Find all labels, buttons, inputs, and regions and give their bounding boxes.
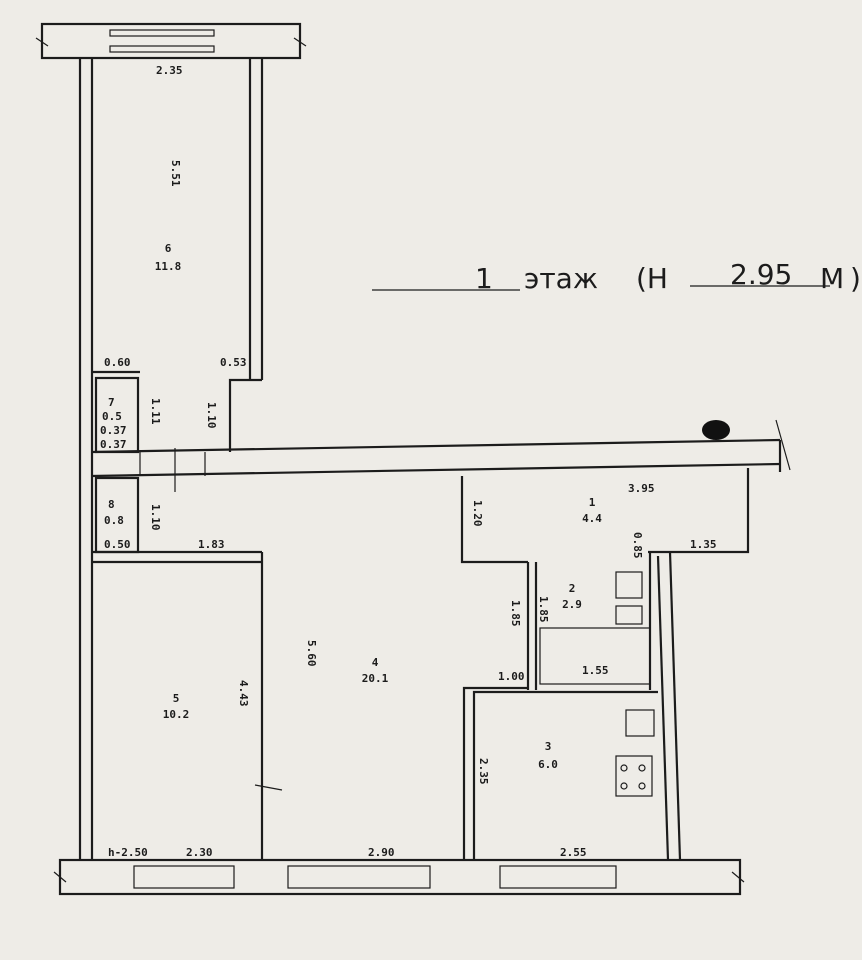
- dim-1-00: 1.00: [498, 670, 525, 683]
- room-2-label: 2 2.9: [562, 582, 582, 611]
- floor-word: этаж: [524, 262, 598, 295]
- svg-text:0.5: 0.5: [102, 410, 122, 423]
- svg-text:20.1: 20.1: [362, 672, 389, 685]
- floor-paren-open: (Н: [636, 262, 668, 295]
- svg-text:5: 5: [173, 692, 180, 705]
- dim-2-90: 2.90: [368, 846, 395, 859]
- svg-text:8: 8: [108, 498, 115, 511]
- bottom-wall: [53, 858, 745, 896]
- svg-text:6: 6: [165, 242, 172, 255]
- room-8-label: 8 0.8: [104, 498, 124, 527]
- dim-5-60: 5.60: [305, 640, 318, 667]
- room-3-label: 3 6.0: [538, 740, 558, 771]
- dim-0-53: 0.53: [220, 356, 247, 369]
- room-5-label: 5 10.2: [163, 692, 190, 721]
- dim-1-10-a: 1.10: [205, 402, 218, 429]
- room-7-label: 7 0.5: [102, 396, 122, 423]
- svg-text:2.9: 2.9: [562, 598, 582, 611]
- svg-text:4: 4: [372, 656, 379, 669]
- dim-1-55: 1.55: [582, 664, 609, 677]
- dim-5-51: 5.51: [169, 160, 182, 187]
- room-4-label: 4 20.1: [362, 656, 389, 685]
- dim-0-50: 0.50: [104, 538, 131, 551]
- dim-0-37-b: 0.37: [100, 438, 127, 451]
- dim-0-85: 0.85: [631, 532, 644, 559]
- dim-3-95: 3.95: [628, 482, 655, 495]
- dim-1-10-b: 1.10: [149, 504, 162, 531]
- svg-text:1: 1: [589, 496, 596, 509]
- dim-1-20: 1.20: [471, 500, 484, 527]
- top-wall: [35, 22, 307, 60]
- dim-0-60: 0.60: [104, 356, 131, 369]
- svg-text:11.8: 11.8: [155, 260, 182, 273]
- svg-text:3: 3: [545, 740, 552, 753]
- svg-text:10.2: 10.2: [163, 708, 190, 721]
- exterior-walls: [78, 58, 791, 861]
- dim-4-43: 4.43: [237, 680, 250, 707]
- dim-2-35-room3: 2.35: [477, 758, 490, 785]
- floor-height: 2.95: [730, 258, 792, 291]
- svg-text:0.8: 0.8: [104, 514, 124, 527]
- ink-blot: [702, 420, 730, 440]
- dim-2-55: 2.55: [560, 846, 587, 859]
- floor-unit: М: [820, 262, 844, 295]
- svg-text:6.0: 6.0: [538, 758, 558, 771]
- dim-h-2-50: h-2.50: [108, 846, 148, 859]
- dim-2-35-top: 2.35: [156, 64, 183, 77]
- svg-text:7: 7: [108, 396, 115, 409]
- svg-text:4.4: 4.4: [582, 512, 602, 525]
- dim-2-30: 2.30: [186, 846, 213, 859]
- floor-number: 1: [475, 262, 493, 295]
- room-6-label: 6 11.8: [155, 242, 182, 273]
- dim-0-37-a: 0.37: [100, 424, 127, 437]
- svg-text:2: 2: [569, 582, 576, 595]
- dim-1-85-a: 1.85: [509, 600, 522, 627]
- dim-1-85-b: 1.85: [537, 596, 550, 623]
- dim-1-83: 1.83: [198, 538, 225, 551]
- floor-paren-close: ): [850, 262, 861, 295]
- room-1-label: 1 4.4: [582, 496, 602, 525]
- dim-1-35: 1.35: [690, 538, 717, 551]
- dim-1-11: 1.11: [149, 398, 162, 425]
